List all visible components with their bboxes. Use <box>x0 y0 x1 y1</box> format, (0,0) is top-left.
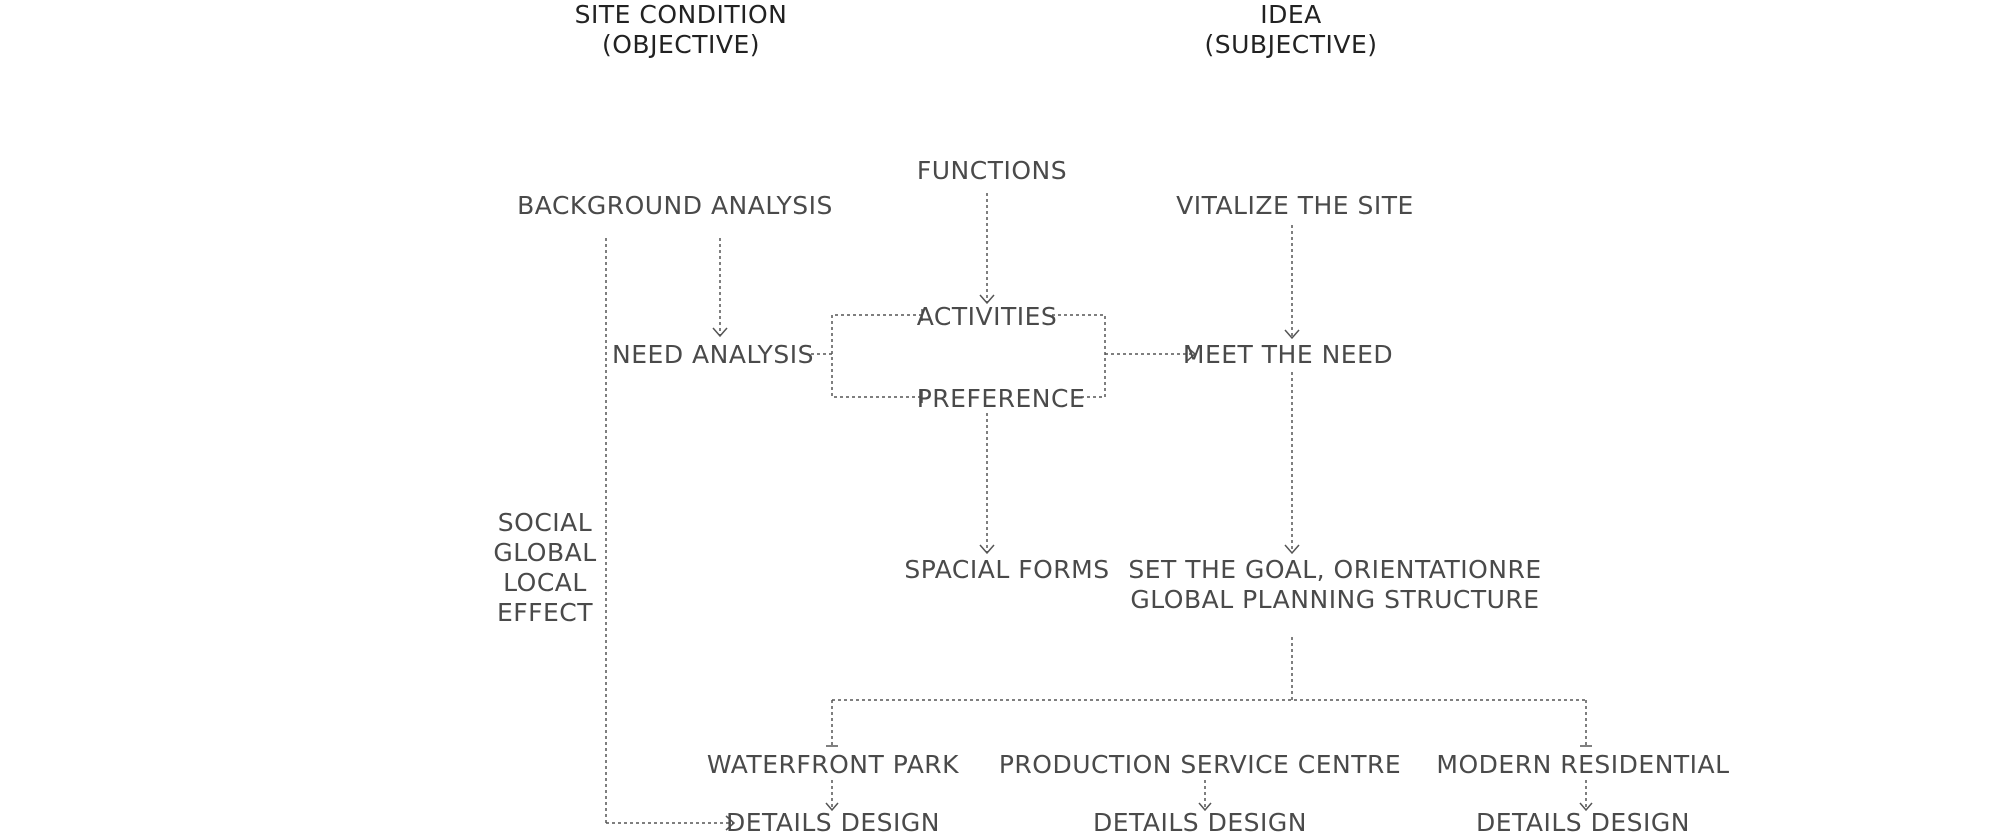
node-spacial-forms: SPACIAL FORMS <box>904 555 1110 584</box>
node-production-service-centre: PRODUCTION SERVICE CENTRE <box>998 750 1402 779</box>
node-activities: ACTIVITIES <box>916 302 1058 331</box>
node-details-design-3: DETAILS DESIGN <box>1476 808 1690 837</box>
node-meet-the-need: MEET THE NEED <box>1182 340 1394 369</box>
arrowhead-details-design-1 <box>825 802 839 812</box>
arrowhead-details-design-2 <box>1198 802 1212 812</box>
arrowhead-meet-the-need-left <box>1186 346 1197 362</box>
node-details-design-2: DETAILS DESIGN <box>1093 808 1307 837</box>
node-need-analysis: NEED ANALYSIS <box>612 340 814 369</box>
node-social: SOCIAL <box>497 508 593 537</box>
heading-objective: (OBJECTIVE) <box>601 30 760 59</box>
arrowhead-need-analysis <box>712 327 728 338</box>
heading-site-condition-title: SITE CONDITION <box>574 0 788 29</box>
arrowhead-meet-the-need-top <box>1284 329 1300 340</box>
bracket-right <box>1052 314 1106 398</box>
node-preference: PREFERENCE <box>916 384 1086 413</box>
node-global: GLOBAL <box>493 538 597 567</box>
heading-idea-title: IDEA <box>1260 0 1322 29</box>
node-functions: FUNCTIONS <box>916 156 1068 185</box>
node-vitalize-the-site: VITALIZE THE SITE <box>1176 191 1414 220</box>
bracket-left <box>831 314 922 398</box>
heading-subjective: (SUBJECTIVE) <box>1204 30 1378 59</box>
heading-site-condition: SITE CONDITION (OBJECTIVE) <box>575 0 788 60</box>
arrowhead-spacial-forms <box>979 544 995 555</box>
arrowhead-activities <box>979 294 995 305</box>
node-effects: SOCIAL GLOBAL LOCAL EFFECT <box>493 508 596 628</box>
arrowhead-details-design-1-left <box>725 815 736 831</box>
node-modern-residential: MODERN RESIDENTIAL <box>1436 750 1730 779</box>
arrowhead-details-design-3 <box>1579 802 1593 812</box>
node-details-design-1: DETAILS DESIGN <box>726 808 940 837</box>
node-goal-line1: SET THE GOAL, ORIENTATIONRE <box>1128 555 1542 584</box>
node-goal-line2: GLOBAL PLANNING STRUCTURE <box>1130 585 1540 614</box>
arrowhead-goal <box>1284 544 1300 555</box>
node-effect: EFFECT <box>496 598 594 627</box>
node-goal: SET THE GOAL, ORIENTATIONRE GLOBAL PLANN… <box>1128 555 1541 615</box>
node-local: LOCAL <box>503 568 587 597</box>
node-background-analysis: BACKGROUND ANALYSIS <box>517 191 833 220</box>
node-waterfront-park: WATERFRONT PARK <box>706 750 960 779</box>
heading-idea: IDEA (SUBJECTIVE) <box>1205 0 1378 60</box>
